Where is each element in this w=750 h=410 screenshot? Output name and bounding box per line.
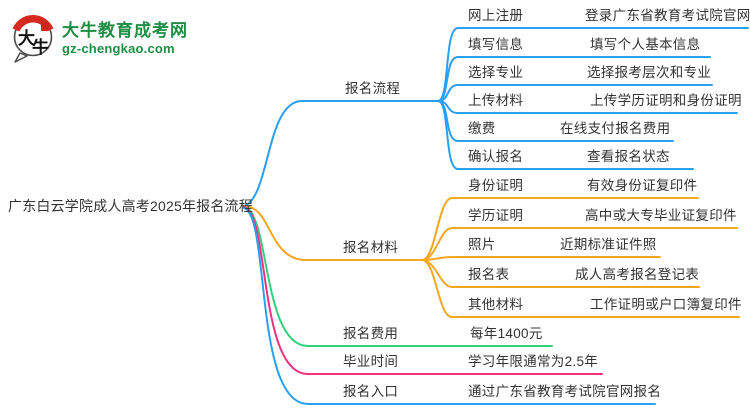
sub-node-label[interactable]: 照片 bbox=[468, 237, 496, 252]
sub-node-label[interactable]: 学历证明 bbox=[468, 208, 524, 223]
sub-node-label[interactable]: 上传材料 bbox=[468, 93, 524, 108]
branch-label-entry[interactable]: 报名入口 bbox=[343, 384, 399, 399]
leaf-node-label[interactable]: 通过广东省教育考试院官网报名 bbox=[468, 384, 662, 399]
row-line bbox=[421, 259, 740, 318]
sub-node-label[interactable]: 缴费 bbox=[468, 121, 496, 136]
leaf-node-label[interactable]: 选择报考层次和专业 bbox=[587, 65, 712, 80]
branch-label-graduation[interactable]: 毕业时间 bbox=[343, 354, 399, 369]
sub-node-label[interactable]: 其他材料 bbox=[468, 297, 524, 312]
logo-url: gz-chengkao.com bbox=[62, 40, 175, 56]
branch-line-materials bbox=[243, 205, 423, 261]
sub-node-label[interactable]: 选择专业 bbox=[468, 65, 524, 80]
leaf-node-label[interactable]: 填写个人基本信息 bbox=[590, 37, 701, 52]
leaf-node-label[interactable]: 有效身份证复印件 bbox=[587, 178, 698, 193]
leaf-node-label[interactable]: 学习年限通常为2.5年 bbox=[468, 354, 599, 369]
logo-char-da: 大 bbox=[18, 28, 35, 48]
branch-line-graduation bbox=[243, 206, 603, 375]
leaf-node-label[interactable]: 高中或大专毕业证复印件 bbox=[585, 208, 737, 223]
row-line bbox=[421, 227, 738, 261]
leaf-node-label[interactable]: 工作证明或户口簿复印件 bbox=[590, 297, 742, 312]
branch-line-fee bbox=[243, 206, 553, 347]
leaf-node-label[interactable]: 在线支付报名费用 bbox=[560, 121, 671, 136]
root-topic[interactable]: 广东白云学院成人高考2025年报名流程 bbox=[8, 198, 253, 214]
branch-label-process[interactable]: 报名流程 bbox=[345, 81, 401, 96]
site-logo[interactable]: 大 牛 大牛教育成考网 gz-chengkao.com bbox=[10, 13, 188, 63]
logo-char-niu: 牛 bbox=[32, 37, 49, 57]
leaf-node-label[interactable]: 成人高考报名登记表 bbox=[575, 267, 700, 282]
sub-node-label[interactable]: 网上注册 bbox=[468, 8, 524, 23]
leaf-node-label[interactable]: 查看报名状态 bbox=[587, 149, 670, 164]
branch-line-process bbox=[243, 100, 439, 207]
row-line bbox=[437, 100, 694, 170]
sub-node-label[interactable]: 填写信息 bbox=[468, 37, 524, 52]
sub-node-label[interactable]: 确认报名 bbox=[468, 149, 524, 164]
branch-label-fee[interactable]: 报名费用 bbox=[343, 326, 399, 341]
logo-bull-icon: 大 牛 bbox=[12, 15, 54, 63]
logo-title: 大牛教育成考网 bbox=[62, 20, 188, 40]
row-line bbox=[421, 197, 699, 261]
sub-node-label[interactable]: 报名表 bbox=[468, 267, 510, 282]
leaf-node-label[interactable]: 每年1400元 bbox=[470, 326, 543, 341]
leaf-node-label[interactable]: 上传学历证明和身份证明 bbox=[590, 93, 742, 108]
leaf-node-label[interactable]: 登录广东省教育考试院官网 bbox=[585, 8, 750, 23]
branch-label-materials[interactable]: 报名材料 bbox=[343, 240, 399, 255]
branch-line-entry bbox=[243, 207, 656, 405]
sub-node-label[interactable]: 身份证明 bbox=[468, 178, 524, 193]
row-line bbox=[421, 256, 661, 261]
logo-seal bbox=[41, 22, 49, 31]
leaf-node-label[interactable]: 近期标准证件照 bbox=[560, 237, 657, 252]
